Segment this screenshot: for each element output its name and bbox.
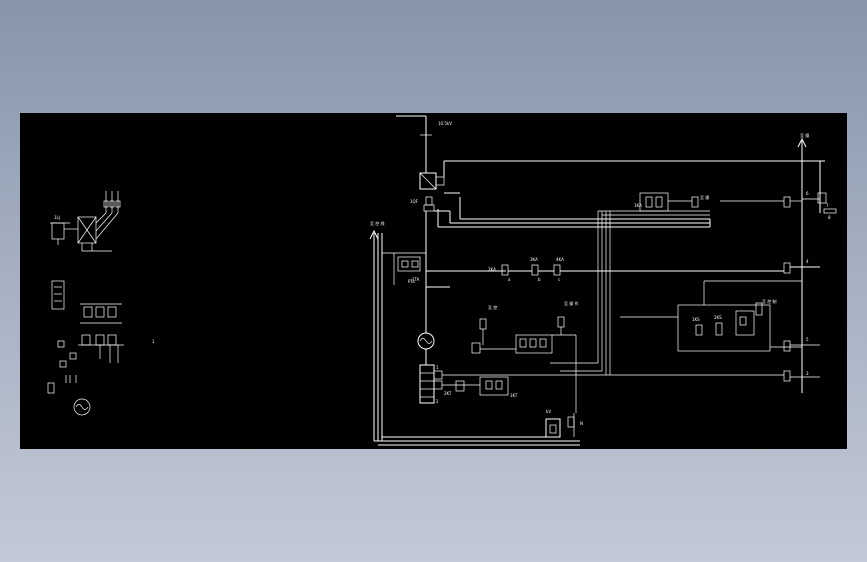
cb3-label: 3KA	[530, 257, 538, 262]
top-buses: 至 操	[434, 132, 837, 393]
left-bus-label: 至 控 线	[370, 220, 385, 226]
mid-label-2: 至 控	[488, 304, 497, 310]
top-relay-cluster: 至 操 1KA	[634, 192, 820, 212]
left-small-label: 1LJ	[54, 215, 60, 220]
generator-symbol	[417, 332, 435, 365]
mark-b: b	[538, 277, 541, 282]
risers	[550, 210, 710, 413]
right-label-1: 至 操 作	[564, 300, 579, 306]
mark-a: a	[508, 277, 511, 282]
middle-branch: 2KA 3KA 4KA PTa	[408, 257, 820, 288]
relay-1qf-label: 1QF	[410, 199, 419, 204]
right-label-2: 至 控 制	[762, 298, 777, 304]
cad-drawing-canvas: 1LJ 1 10.5kV	[20, 113, 847, 449]
label-3: 3	[806, 371, 809, 376]
mid-label-1: 至 操	[700, 194, 709, 200]
label-5: 5	[806, 337, 809, 342]
top-right-label: 至 操	[800, 132, 809, 138]
right-relay-panel: 至 控 制 1KS 2KS	[620, 280, 820, 352]
cb1-label: 1KA	[634, 203, 642, 208]
bottom-pt: kV N	[545, 409, 583, 438]
right-lower-branch: 3 4 5 6 7 8 a b c	[508, 191, 831, 382]
mark-n: N	[580, 421, 583, 426]
label-2: 2	[436, 399, 439, 404]
label-7: 7	[826, 203, 829, 208]
relay-1ta-label: 1TA	[412, 277, 420, 282]
center-relay-group: 至 控 至 操 作	[471, 300, 579, 381]
cb7-label: 1KS	[692, 317, 700, 322]
cb4-label: 4KA	[556, 257, 564, 262]
electrical-schematic: 1LJ 1 10.5kV	[47, 115, 837, 446]
voltage-label: 10.5kV	[438, 121, 452, 126]
lower-terminal-block: 1KT 2KT 1 2	[419, 364, 610, 404]
legend-num: 1	[152, 339, 155, 344]
legend-fuse-block: 1	[47, 280, 155, 416]
incoming-feeder: 10.5kV 1QF	[396, 115, 452, 333]
label-8: 8	[828, 215, 831, 220]
label-pt: PTa	[408, 279, 415, 284]
cb6-label: 2KT	[444, 391, 452, 396]
legend-transformer-symbol: 1LJ	[50, 191, 121, 252]
mark-c: c	[558, 277, 560, 282]
cb2-label: 2KA	[488, 267, 496, 272]
cb8-label: 2KS	[714, 315, 722, 320]
pt-label: kV	[546, 409, 551, 414]
cb5-label: 1KT	[510, 393, 518, 398]
left-bus: 至 控 线 1TA	[369, 220, 580, 446]
label-6: 6	[806, 191, 809, 196]
label-4: 4	[806, 259, 809, 264]
label-1: 1	[436, 365, 439, 370]
